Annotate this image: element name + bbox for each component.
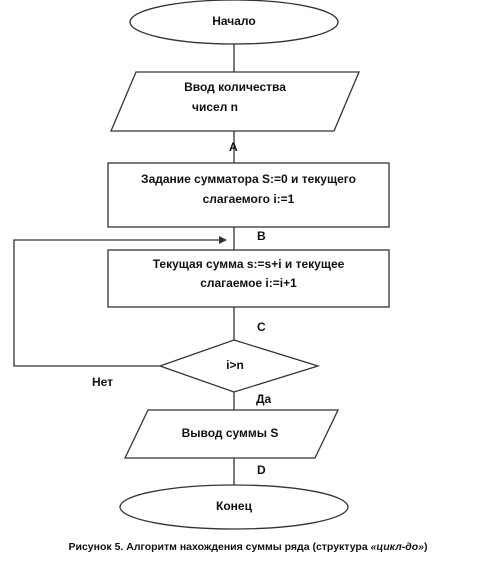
edge-label-yes: Да — [256, 392, 272, 406]
input-parallelogram — [110, 71, 360, 132]
init-label-line2: слагаемого i:=1 — [202, 192, 295, 206]
body-label-line1: Текущая сумма s:=s+i и текущее — [152, 257, 345, 271]
loop-body-process-box — [107, 249, 390, 308]
edge-label-a: A — [229, 140, 238, 154]
start-label: Начало — [212, 14, 256, 28]
init-process-box — [107, 162, 390, 228]
end-label: Конец — [216, 499, 252, 513]
edge-label-b: B — [257, 229, 266, 243]
caption-prefix: Рисунок 5. Алгоритм нахождения суммы ряд… — [68, 541, 371, 553]
figure-caption: Рисунок 5. Алгоритм нахождения суммы ряд… — [0, 541, 496, 553]
caption-suffix: ) — [423, 541, 428, 553]
edge-label-d: D — [257, 463, 266, 477]
end-terminator — [119, 484, 349, 530]
edge-label-no: Нет — [92, 375, 114, 389]
edge-label-c: C — [257, 320, 266, 334]
output-label: Вывод суммы S — [181, 426, 279, 440]
condition-diamond — [158, 339, 321, 393]
caption-emphasis: «цикл-до» — [370, 541, 424, 553]
condition-label: i>n — [226, 358, 244, 372]
output-parallelogram — [123, 409, 340, 459]
start-terminator — [129, 0, 339, 45]
input-label-line2: чисел n — [192, 100, 238, 114]
loop-back-connector — [13, 236, 227, 367]
body-label-line2: слагаемое i:=i+1 — [200, 276, 297, 290]
init-label-line1: Задание сумматора S:=0 и текущего — [141, 172, 356, 186]
input-label-line1: Ввод количества — [184, 80, 286, 94]
